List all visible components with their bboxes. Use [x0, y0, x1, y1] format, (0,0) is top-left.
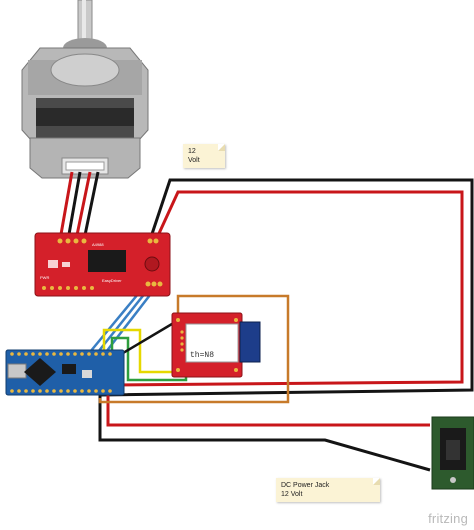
- driver-label-2: PWR: [40, 275, 49, 280]
- i2c-wire-yellow[interactable]: [102, 328, 182, 374]
- driver-label-1: A4988: [92, 242, 104, 247]
- vcc-wire-orange[interactable]: [98, 294, 290, 404]
- note-bottom-line-1: DC Power Jack: [281, 482, 330, 489]
- note-top-line-1: 12: [188, 148, 196, 155]
- dc-jack-icon: [431, 416, 474, 490]
- arduino-nano-board: [5, 349, 125, 396]
- stepper-motor-icon: [21, 0, 149, 179]
- motor-wire-3[interactable]: [74, 171, 92, 241]
- note-top-line-2: Volt: [188, 157, 200, 164]
- motor-wire-1[interactable]: [58, 171, 74, 241]
- oled-display-board: th=N8: [171, 312, 261, 378]
- power-red-wire[interactable]: [106, 190, 464, 427]
- note-bottom-line-2: 12 Volt: [281, 491, 303, 498]
- power-black-wire[interactable]: [98, 178, 474, 472]
- stepper-driver-board: A4988 PWR EasyDriver: [34, 232, 171, 297]
- motor-wire-4[interactable]: [82, 171, 100, 241]
- wires: [58, 171, 474, 472]
- fritzing-logo: fritzing: [428, 511, 468, 526]
- driver-label-3: EasyDriver: [102, 278, 122, 283]
- gnd-wire-black[interactable]: [117, 316, 183, 358]
- motor-wire-2[interactable]: [66, 171, 82, 241]
- display-text: th=N8: [190, 351, 214, 360]
- note-dc-power-jack: DC Power Jack 12 Volt: [276, 478, 380, 502]
- note-12-volt: 12 Volt: [183, 144, 225, 168]
